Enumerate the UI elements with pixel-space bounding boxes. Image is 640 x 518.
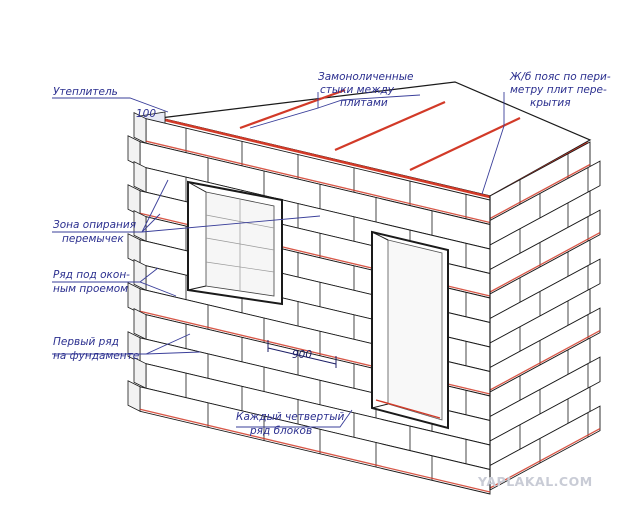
rebar-line	[145, 140, 491, 224]
label-joints-1: Замоноличенные	[318, 71, 413, 83]
label-rc-belt-1: Ж/б пояс по пери-	[509, 71, 611, 83]
leader-lines	[52, 92, 505, 428]
block-end-face	[133, 259, 147, 291]
label-first-row-1: Первый ряд	[53, 336, 119, 348]
block-end-face	[133, 161, 147, 193]
label-joints-2: стыки между	[320, 84, 395, 96]
side-rebar-line	[489, 330, 601, 391]
slab-joint-1	[239, 88, 346, 130]
block-end-face	[133, 308, 147, 340]
block-row	[127, 380, 491, 495]
watermark: YAPLAKAL.COM	[477, 474, 593, 489]
side-rebar-line	[489, 163, 591, 220]
block-end-face	[127, 233, 141, 265]
block-end-face	[127, 135, 141, 167]
block-end-face	[127, 282, 141, 314]
side-rebar-line	[489, 428, 601, 489]
label-lintel-1: Зона опирания	[53, 219, 136, 231]
side-block-row	[489, 209, 601, 295]
label-lintel-2: перемычек	[62, 233, 124, 245]
roof-slab	[139, 81, 592, 199]
side-rebar-line	[489, 232, 601, 293]
block-end-face	[133, 210, 147, 242]
dimension-900-label: 900	[292, 349, 312, 361]
side-wall	[489, 141, 601, 491]
rebar-line	[139, 408, 491, 493]
door-opening	[371, 230, 449, 430]
slab-joint-3	[409, 117, 521, 171]
rc-belt-front	[164, 118, 491, 199]
labels: Утеплитель 100 Замоноличенные стыки межд…	[53, 71, 611, 437]
label-rc-belt-2: метру плит пере-	[510, 84, 607, 96]
label-fourth-row-2: ряд блоков	[249, 425, 312, 437]
slab-joint-2	[334, 100, 446, 152]
block-end-face	[133, 357, 147, 389]
block-end-face	[127, 380, 141, 412]
label-rc-belt-3: крытия	[530, 97, 571, 109]
label-insulation: Утеплитель	[53, 86, 118, 98]
label-insulation-size: 100	[136, 108, 156, 120]
label-under-window-2: ным проемом	[53, 283, 128, 295]
dimension-900: 900	[267, 340, 337, 368]
label-under-window-1: Ряд под окон-	[53, 269, 130, 281]
block-end-face	[127, 184, 141, 216]
label-fourth-row-1: Каждый четвертый	[236, 411, 345, 423]
label-first-row-2: на фундаменте	[53, 350, 139, 362]
window-opening	[187, 180, 283, 306]
block-end-face	[133, 112, 147, 144]
label-joints-3: плитами	[340, 97, 388, 109]
